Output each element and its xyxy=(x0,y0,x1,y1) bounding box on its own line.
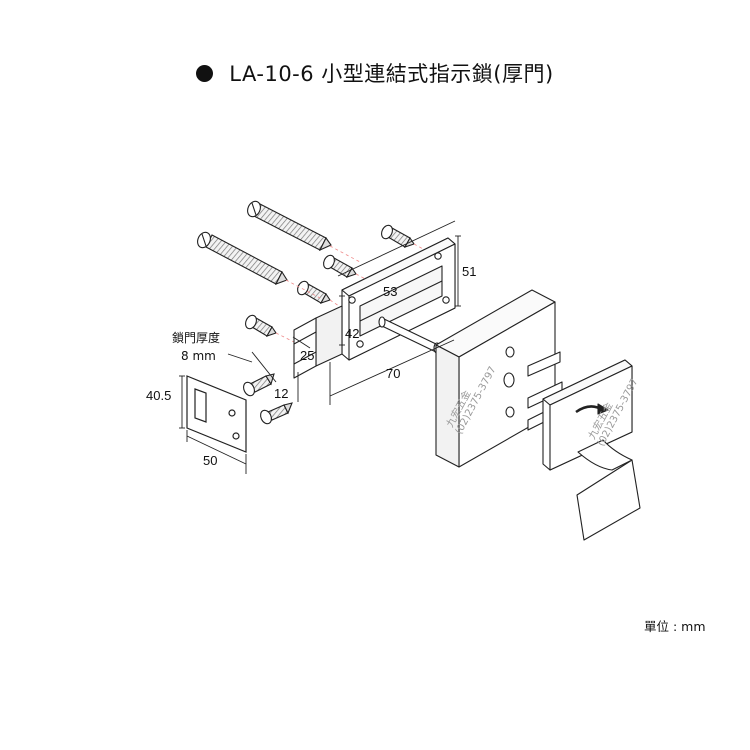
lock-body xyxy=(293,237,456,379)
title-text: LA-10-6 小型連結式指示鎖(厚門) xyxy=(229,62,554,86)
bullet-icon xyxy=(196,65,214,82)
dim-12: 12 xyxy=(274,386,288,401)
page-title: LA-10-6 小型連結式指示鎖(厚門) xyxy=(0,58,750,88)
short-screw xyxy=(323,254,357,278)
indicator-knob xyxy=(527,351,641,541)
door-thickness-label: 鎖門厚度 xyxy=(172,330,220,345)
dim-53: 53 xyxy=(383,284,397,299)
strike-plate xyxy=(186,375,247,453)
short-screw xyxy=(297,280,331,304)
dim-50: 50 xyxy=(203,453,217,468)
short-screw xyxy=(243,373,275,397)
unit-label: 單位 : mm xyxy=(644,619,706,634)
dimension-lines xyxy=(179,220,461,474)
short-screw xyxy=(381,224,415,248)
door-thickness-value: 8 mm xyxy=(181,349,216,363)
long-screw-bottom xyxy=(197,231,288,285)
door-panel xyxy=(435,289,556,468)
dim-25: 25 xyxy=(300,348,314,363)
dim-42: 42 xyxy=(345,326,359,341)
long-screw-top xyxy=(247,200,332,252)
dim-51: 51 xyxy=(462,264,476,279)
dim-70: 70 xyxy=(386,366,400,381)
short-screw xyxy=(260,402,293,425)
short-screw xyxy=(245,314,277,337)
dim-40-5: 40.5 xyxy=(146,388,171,403)
